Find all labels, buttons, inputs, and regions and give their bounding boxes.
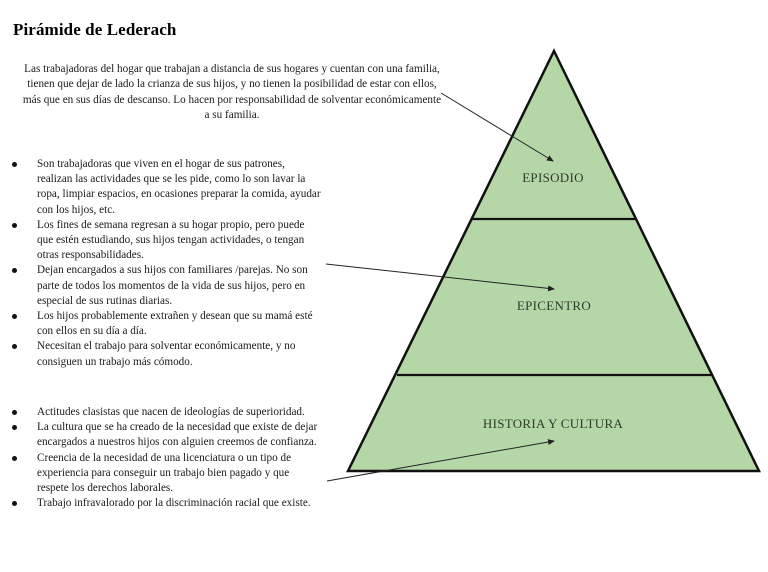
- list-item: Trabajo infravalorado por la discriminac…: [1, 496, 321, 511]
- list-item-text: Creencia de la necesidad de una licencia…: [37, 451, 292, 495]
- list-item: Creencia de la necesidad de una licencia…: [1, 451, 321, 497]
- layer-label-episodio: EPISODIO: [522, 170, 584, 185]
- bullet-icon: [12, 162, 17, 167]
- list-item-text: Dejan encargados a sus hijos con familia…: [37, 264, 308, 307]
- bullet-icon: [12, 314, 17, 320]
- list-item-text: La cultura que se ha creado de la necesi…: [37, 421, 318, 449]
- epicentro-bullet-list: Son trabajadoras que viven en el hogar d…: [1, 157, 321, 370]
- list-item-text: Los hijos probablemente extrañen y desea…: [37, 310, 313, 338]
- arrow-list-to-historia: [326, 439, 555, 482]
- list-item: Dejan encargados a sus hijos con familia…: [1, 263, 321, 309]
- list-item-text: Los fines de semana regresan a su hogar …: [37, 218, 305, 262]
- list-item: Los fines de semana regresan a su hogar …: [1, 218, 321, 264]
- historia-bullet-list: Actitudes clasistas que nacen de ideolog…: [1, 405, 321, 511]
- bullet-icon: [12, 268, 17, 274]
- page-title: Pirámide de Lederach: [13, 20, 177, 39]
- layer-label-epicentro: EPICENTRO: [517, 298, 591, 313]
- list-item-text: Necesitan el trabajo para solventar econ…: [37, 340, 296, 368]
- bullet-icon: [12, 455, 17, 461]
- arrow-list-to-epicentro: [325, 263, 555, 292]
- list-item-text: Son trabajadoras que viven en el hogar d…: [37, 158, 321, 216]
- bullet-icon: [12, 410, 17, 415]
- list-item: Los hijos probablemente extrañen y desea…: [1, 309, 321, 339]
- episodio-description: Las trabajadoras del hogar que trabajan …: [22, 63, 442, 122]
- layer-label-historia-cultura: HISTORIA Y CULTURA: [483, 416, 624, 431]
- bullet-icon: [12, 222, 17, 228]
- arrow-intro-to-episodio: [440, 92, 554, 162]
- list-item: Actitudes clasistas que nacen de ideolog…: [1, 405, 321, 420]
- list-item-text: Trabajo infravalorado por la discriminac…: [37, 497, 311, 510]
- list-item: La cultura que se ha creado de la necesi…: [1, 420, 321, 450]
- list-item-text: Actitudes clasistas que nacen de ideolog…: [37, 406, 305, 418]
- list-item: Son trabajadoras que viven en el hogar d…: [1, 157, 321, 218]
- pyramid-shape: [345, 48, 762, 473]
- bullet-icon: [12, 344, 17, 350]
- list-item: Necesitan el trabajo para solventar econ…: [1, 339, 321, 369]
- bullet-icon: [12, 425, 17, 431]
- bullet-icon: [12, 501, 17, 507]
